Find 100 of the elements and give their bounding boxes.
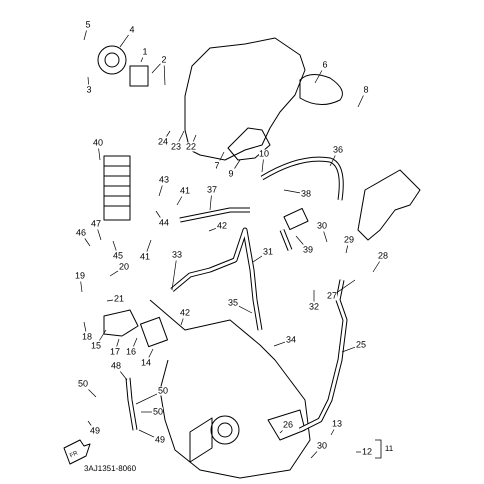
leader-line	[136, 394, 158, 404]
callout-number: 19	[75, 272, 85, 280]
part-number-code: 3AJ1351-8060	[84, 465, 136, 473]
callout-number: 39	[303, 246, 313, 254]
callout-number: 47	[91, 220, 101, 228]
callout-number: 50	[78, 380, 88, 388]
callout-number: 50	[153, 408, 163, 416]
callout-number: 17	[110, 348, 120, 356]
leader-line	[148, 348, 154, 358]
callout-number: 14	[141, 358, 151, 368]
leader-line	[342, 346, 356, 352]
callout-number: 38	[301, 190, 311, 198]
leader-line	[178, 130, 184, 142]
leader-line	[110, 270, 118, 276]
leader-line	[164, 65, 166, 86]
leader-line	[138, 430, 154, 438]
callout-number: 9	[228, 170, 234, 178]
leader-line	[280, 430, 283, 434]
callout-number: 1	[142, 48, 148, 56]
leader-line	[252, 256, 262, 262]
leader-line	[314, 70, 322, 84]
callout-number: 18	[82, 332, 92, 342]
callout-number: 41	[140, 252, 150, 262]
callout-number: 22	[186, 142, 196, 152]
leader-line	[156, 210, 161, 218]
leader-line	[88, 420, 92, 426]
leader-line	[210, 195, 212, 210]
leader-line	[120, 34, 129, 48]
callout-number: 4	[130, 26, 134, 34]
leader-line	[84, 30, 87, 40]
callout-number: 45	[113, 252, 123, 260]
group-callout-number: 11	[384, 445, 394, 453]
leader-line	[116, 338, 120, 347]
leader-line	[112, 240, 117, 251]
callout-number: 34	[286, 336, 296, 344]
callout-number: 8	[364, 86, 368, 94]
callout-number: 6	[322, 60, 328, 70]
leader-line	[180, 318, 184, 326]
leader-line	[296, 236, 304, 245]
leader-line	[97, 229, 102, 240]
leader-line	[84, 322, 86, 332]
leader-line	[166, 130, 170, 137]
leader-line	[176, 196, 182, 206]
callout-number: 42	[180, 308, 190, 318]
leader-line	[372, 261, 380, 272]
leader-line	[208, 228, 216, 232]
leader-line	[99, 330, 106, 341]
callout-number: 20	[119, 262, 129, 272]
callout-number: 21	[114, 294, 124, 304]
callout-number: 12	[362, 448, 372, 456]
leader-line	[323, 231, 328, 242]
leader-line	[234, 160, 240, 169]
callout-number: 29	[344, 236, 354, 244]
callout-number: 36	[333, 146, 343, 154]
callout-number: 2	[162, 56, 166, 64]
leader-line	[152, 63, 161, 74]
callout-number: 49	[90, 426, 100, 436]
leader-line	[84, 238, 90, 246]
callout-number: 44	[159, 218, 169, 228]
callout-number: 16	[126, 348, 136, 356]
callout-number: 30	[317, 442, 327, 450]
callout-number: 31	[263, 248, 273, 256]
leader-line	[106, 300, 114, 302]
callout-number: 7	[214, 162, 220, 170]
callout-number: 13	[332, 420, 342, 428]
callout-number: 48	[111, 362, 121, 370]
leader-line	[88, 76, 89, 85]
callout-number: 10	[259, 150, 269, 158]
callout-number: 43	[159, 176, 169, 184]
callout-number: 24	[158, 138, 168, 146]
callout-number: 26	[283, 420, 293, 430]
leader-line	[284, 190, 300, 194]
callout-number: 42	[217, 222, 227, 230]
callout-number: 27	[327, 292, 337, 300]
callout-number: 23	[171, 142, 181, 152]
callout-number: 41	[180, 186, 190, 196]
callout-number: 49	[155, 436, 165, 444]
leader-line	[338, 280, 356, 292]
leader-line	[88, 389, 96, 398]
leader-line	[262, 159, 264, 172]
leader-line	[238, 306, 252, 314]
leader-line	[346, 245, 348, 254]
leader-line	[310, 451, 318, 458]
leader-line	[120, 371, 128, 380]
callout-number: 35	[228, 298, 238, 308]
leader-line	[133, 338, 138, 347]
leader-line	[158, 185, 163, 196]
callout-number: 30	[317, 222, 327, 230]
callout-number: 3	[86, 86, 92, 94]
callout-number: 32	[309, 302, 319, 312]
leader-line	[330, 429, 334, 436]
callout-number: 33	[172, 250, 182, 260]
leader-line	[274, 342, 286, 346]
callout-number: 50	[158, 386, 168, 396]
leader-line	[80, 281, 82, 292]
leader-line	[172, 260, 177, 290]
leader-line	[98, 148, 100, 160]
leader-line	[146, 240, 152, 252]
leader-line	[330, 155, 336, 166]
callout-number: 40	[93, 138, 103, 148]
